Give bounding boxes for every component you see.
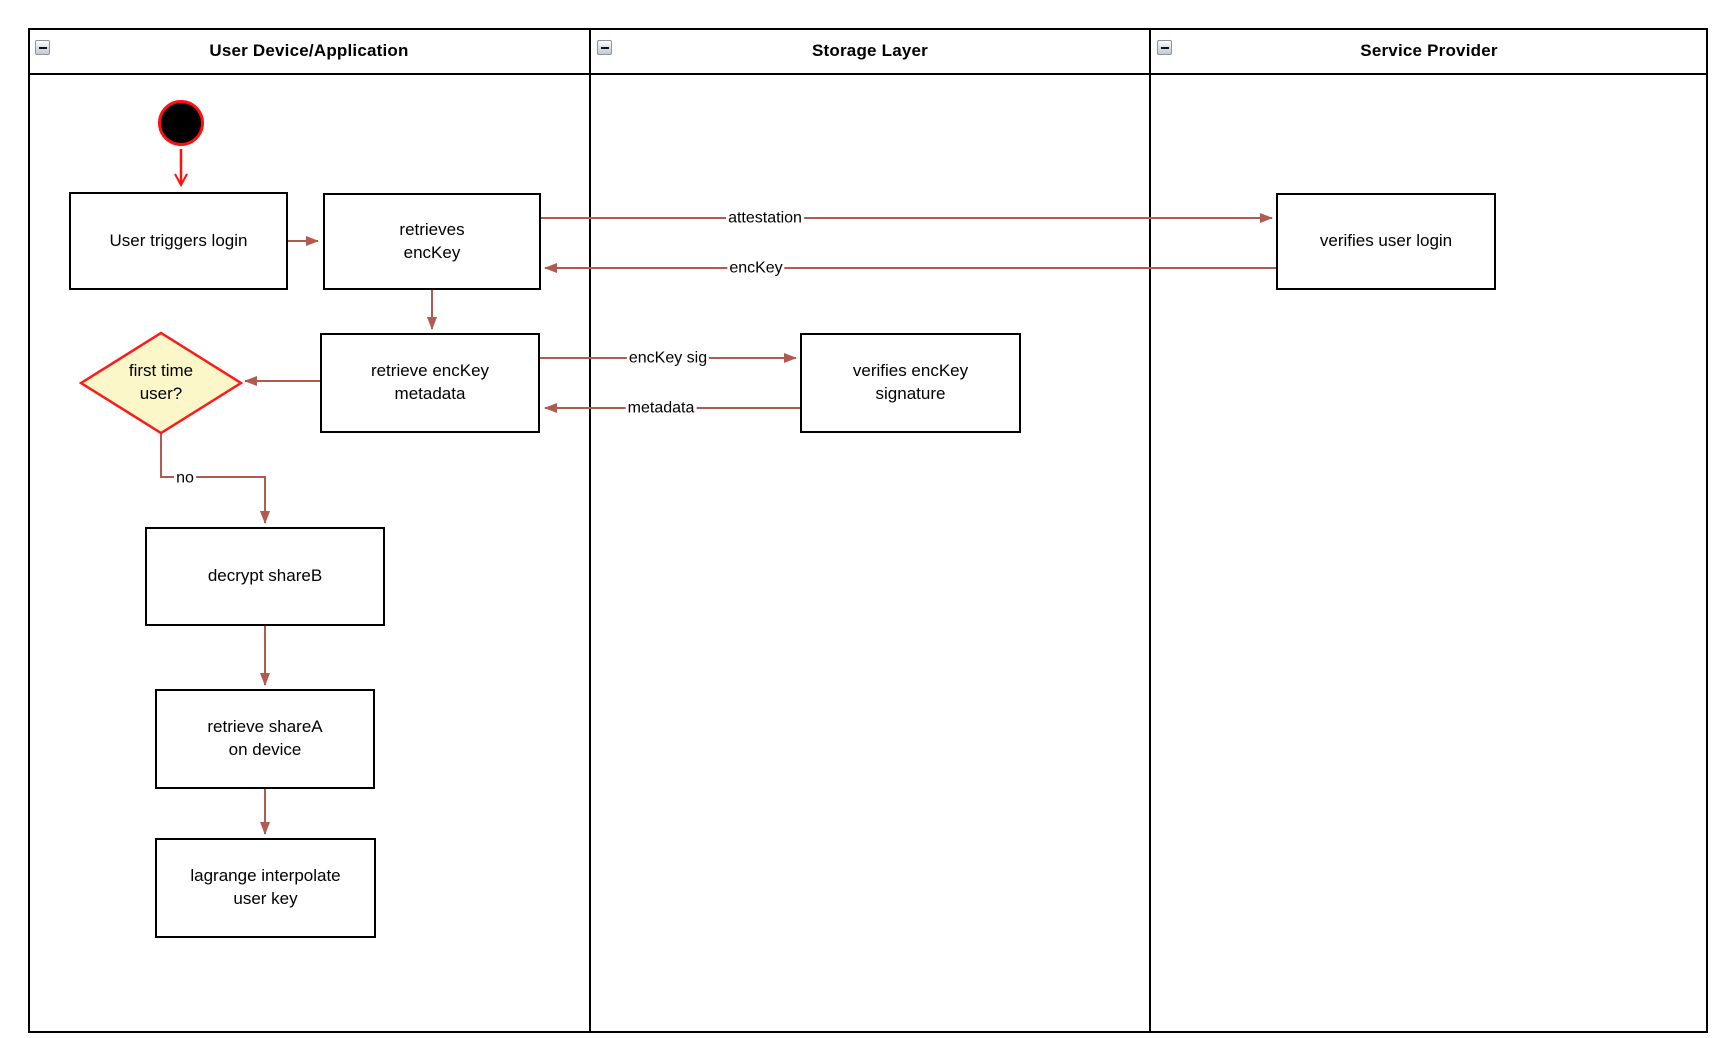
minus-glyph bbox=[600, 46, 609, 49]
node-retrieve-enckey-metadata[interactable]: retrieve encKey metadata bbox=[320, 333, 540, 433]
node-label: User triggers login bbox=[109, 230, 248, 250]
lane-separator-1 bbox=[589, 28, 591, 1033]
node-lagrange-interpolate[interactable]: lagrange interpolate user key bbox=[155, 838, 376, 938]
edge-label-attestation: attestation bbox=[726, 208, 804, 228]
node-label: first time user? bbox=[128, 361, 194, 403]
minus-glyph bbox=[38, 46, 47, 49]
node-label: lagrange interpolate user key bbox=[190, 866, 341, 908]
pool-border bbox=[28, 28, 1708, 1033]
node-label: retrieve shareA on device bbox=[207, 717, 323, 759]
edge-label-enckey-sig: encKey sig bbox=[626, 348, 710, 368]
node-label: decrypt shareB bbox=[207, 566, 323, 586]
edge-label-metadata: metadata bbox=[625, 398, 697, 418]
lane-separator-2 bbox=[1149, 28, 1151, 1033]
node-verifies-user-login[interactable]: verifies user login bbox=[1276, 193, 1496, 290]
decision-label: first time user? bbox=[91, 353, 231, 413]
decision-first-time-user[interactable] bbox=[78, 331, 244, 435]
node-verifies-enckey-signature[interactable]: verifies encKey signature bbox=[800, 333, 1021, 433]
node-retrieves-enckey[interactable]: retrieves encKey bbox=[323, 193, 541, 290]
node-label: verifies encKey signature bbox=[852, 361, 969, 403]
node-label: verifies user login bbox=[1319, 231, 1453, 251]
node-label: retrieves encKey bbox=[399, 219, 465, 262]
edge-label-enckey: encKey bbox=[727, 258, 785, 278]
minus-glyph bbox=[1160, 46, 1169, 49]
edge-label-no: no bbox=[174, 468, 196, 488]
node-user-triggers-login[interactable]: User triggers login bbox=[69, 192, 288, 290]
pool-header-separator bbox=[28, 73, 1708, 75]
edge-decision-no-branch[interactable] bbox=[160, 433, 270, 524]
initial-node[interactable] bbox=[158, 100, 204, 146]
collapse-minus-icon[interactable] bbox=[597, 40, 612, 55]
lane-title-service-provider: Service Provider bbox=[1360, 40, 1498, 60]
lane-title-storage-layer: Storage Layer bbox=[812, 40, 928, 60]
collapse-minus-icon[interactable] bbox=[1157, 40, 1172, 55]
node-retrieve-sharea[interactable]: retrieve shareA on device bbox=[155, 689, 375, 789]
lane-title-user-device: User Device/Application bbox=[209, 40, 409, 60]
node-decrypt-shareb[interactable]: decrypt shareB bbox=[145, 527, 385, 626]
collapse-minus-icon[interactable] bbox=[35, 40, 50, 55]
node-label: retrieve encKey metadata bbox=[370, 361, 490, 403]
